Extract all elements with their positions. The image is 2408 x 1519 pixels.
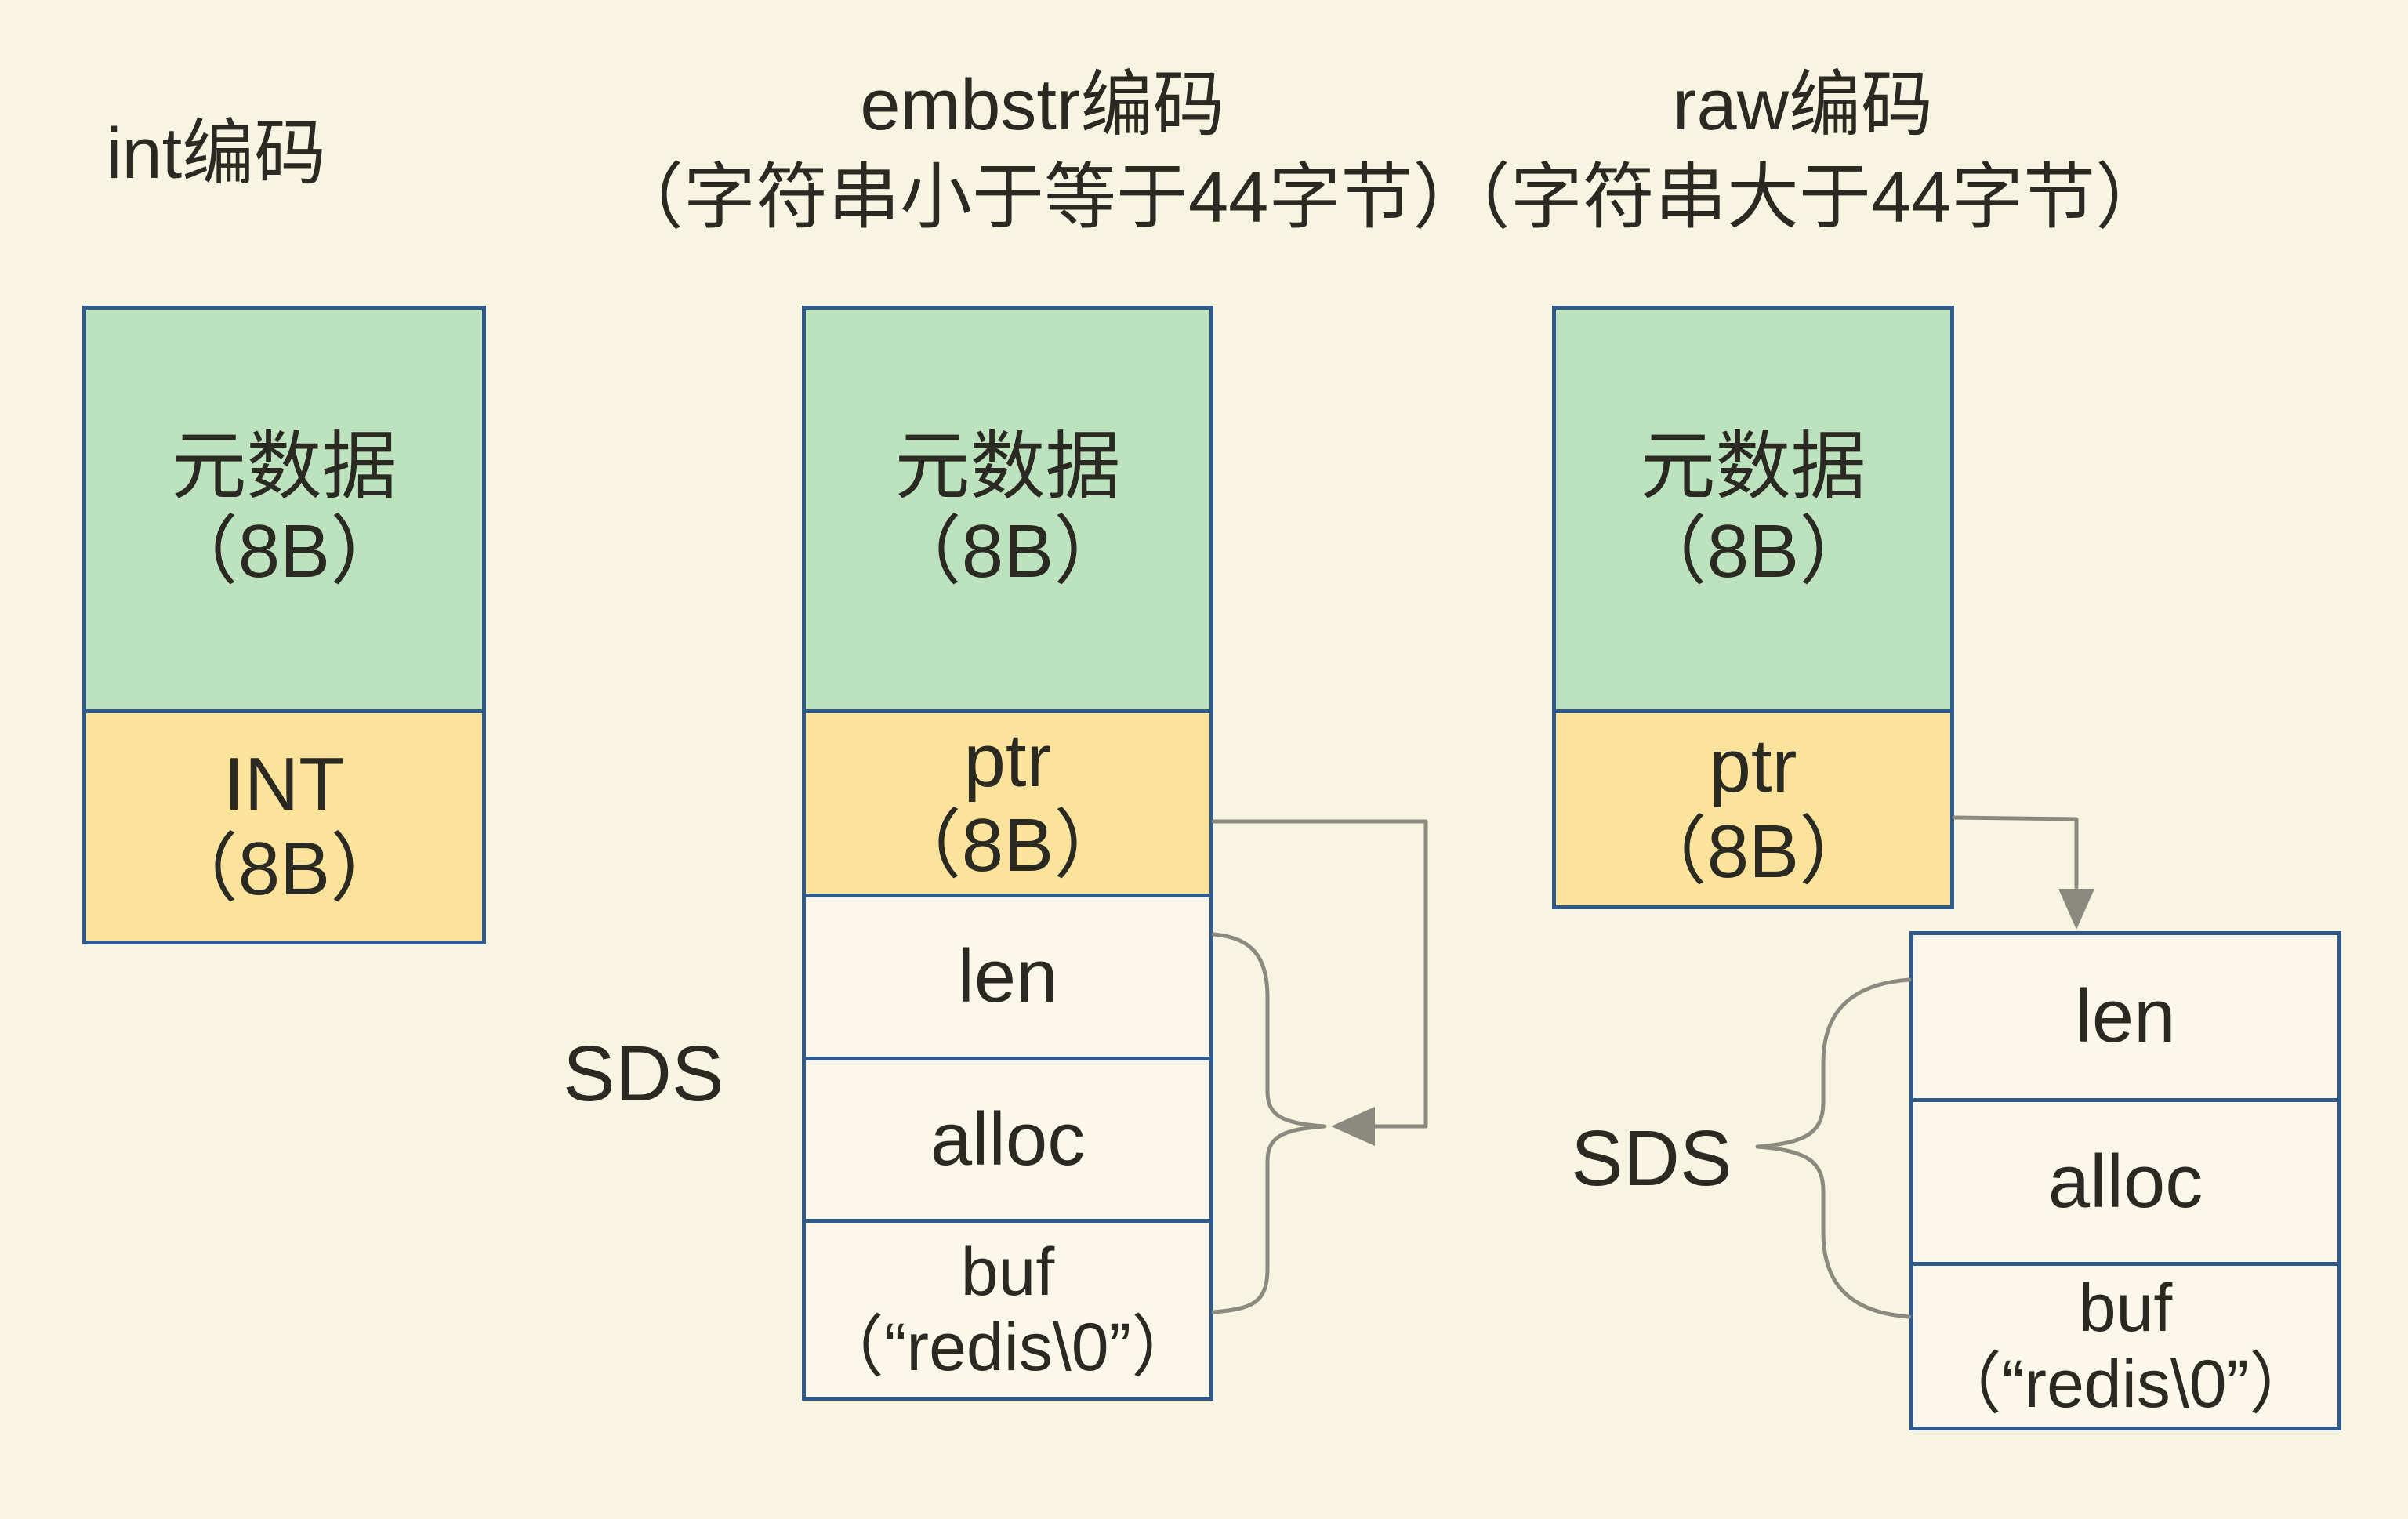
raw-buf-cell: buf （“redis\0”） [1909,1262,2341,1430]
embstr-sds-brace [1211,932,1327,1314]
embstr-ptr-size: （8B） [886,803,1130,887]
embstr-ptr-label: ptr [963,718,1052,803]
embstr-encoding-title-line1: embstr编码 [860,65,1225,145]
int-encoding-title: int编码 [106,108,326,201]
embstr-metadata-size: （8B） [886,509,1130,593]
raw-encoding-title-line1: raw编码 [1672,65,1934,145]
embstr-ptr-arrow [1211,819,1428,1129]
raw-len-label: len [2075,973,2176,1058]
embstr-encoding-title-line2: （字符串小于等于44字节） [611,157,1485,237]
int-encoding-title-line1: int编码 [106,114,327,194]
raw-ptr-cell: ptr （8B） [1552,709,1954,909]
raw-alloc-cell: alloc [1909,1098,2341,1266]
raw-ptr-label: ptr [1709,724,1797,809]
raw-ptr-arrow [1952,815,2079,890]
int-value-label: INT [223,741,345,826]
embstr-ptr-arrowhead [1331,1107,1375,1146]
raw-metadata-cell: 元数据 （8B） [1552,306,1954,713]
embstr-encoding-title: embstr编码 （字符串小于等于44字节） [611,60,1485,245]
embstr-alloc-label: alloc [930,1097,1086,1181]
raw-sds-brace [1755,977,1912,1319]
int-metadata-label: 元数据 [171,424,397,509]
embstr-buf-label: buf [960,1234,1055,1310]
raw-ptr-size: （8B） [1631,809,1875,894]
embstr-metadata-cell: 元数据 （8B） [802,306,1213,713]
raw-buf-value: （“redis\0”） [1934,1346,2317,1422]
raw-alloc-label: alloc [2047,1139,2203,1224]
raw-metadata-label: 元数据 [1640,424,1866,509]
raw-encoding-title: raw编码 （字符串大于44字节） [1403,60,2203,245]
embstr-alloc-cell: alloc [802,1057,1213,1223]
raw-ptr-arrowhead [2058,889,2094,930]
embstr-buf-value: （“redis\0”） [816,1310,1199,1385]
embstr-len-cell: len [802,894,1213,1060]
raw-encoding-title-line2: （字符串大于44字节） [1438,157,2168,237]
embstr-metadata-label: 元数据 [894,424,1121,509]
int-metadata-size: （8B） [162,509,406,593]
int-value-cell: INT （8B） [82,709,486,944]
raw-len-cell: len [1909,931,2341,1102]
int-value-size: （8B） [162,827,406,911]
embstr-buf-cell: buf （“redis\0”） [802,1219,1213,1401]
embstr-sds-label: SDS [563,1030,724,1118]
embstr-len-label: len [957,934,1058,1019]
raw-sds-label: SDS [1571,1115,1732,1202]
embstr-ptr-cell: ptr （8B） [802,709,1213,897]
raw-metadata-size: （8B） [1631,509,1875,593]
raw-buf-label: buf [2078,1271,2173,1347]
int-metadata-cell: 元数据 （8B） [82,306,486,713]
